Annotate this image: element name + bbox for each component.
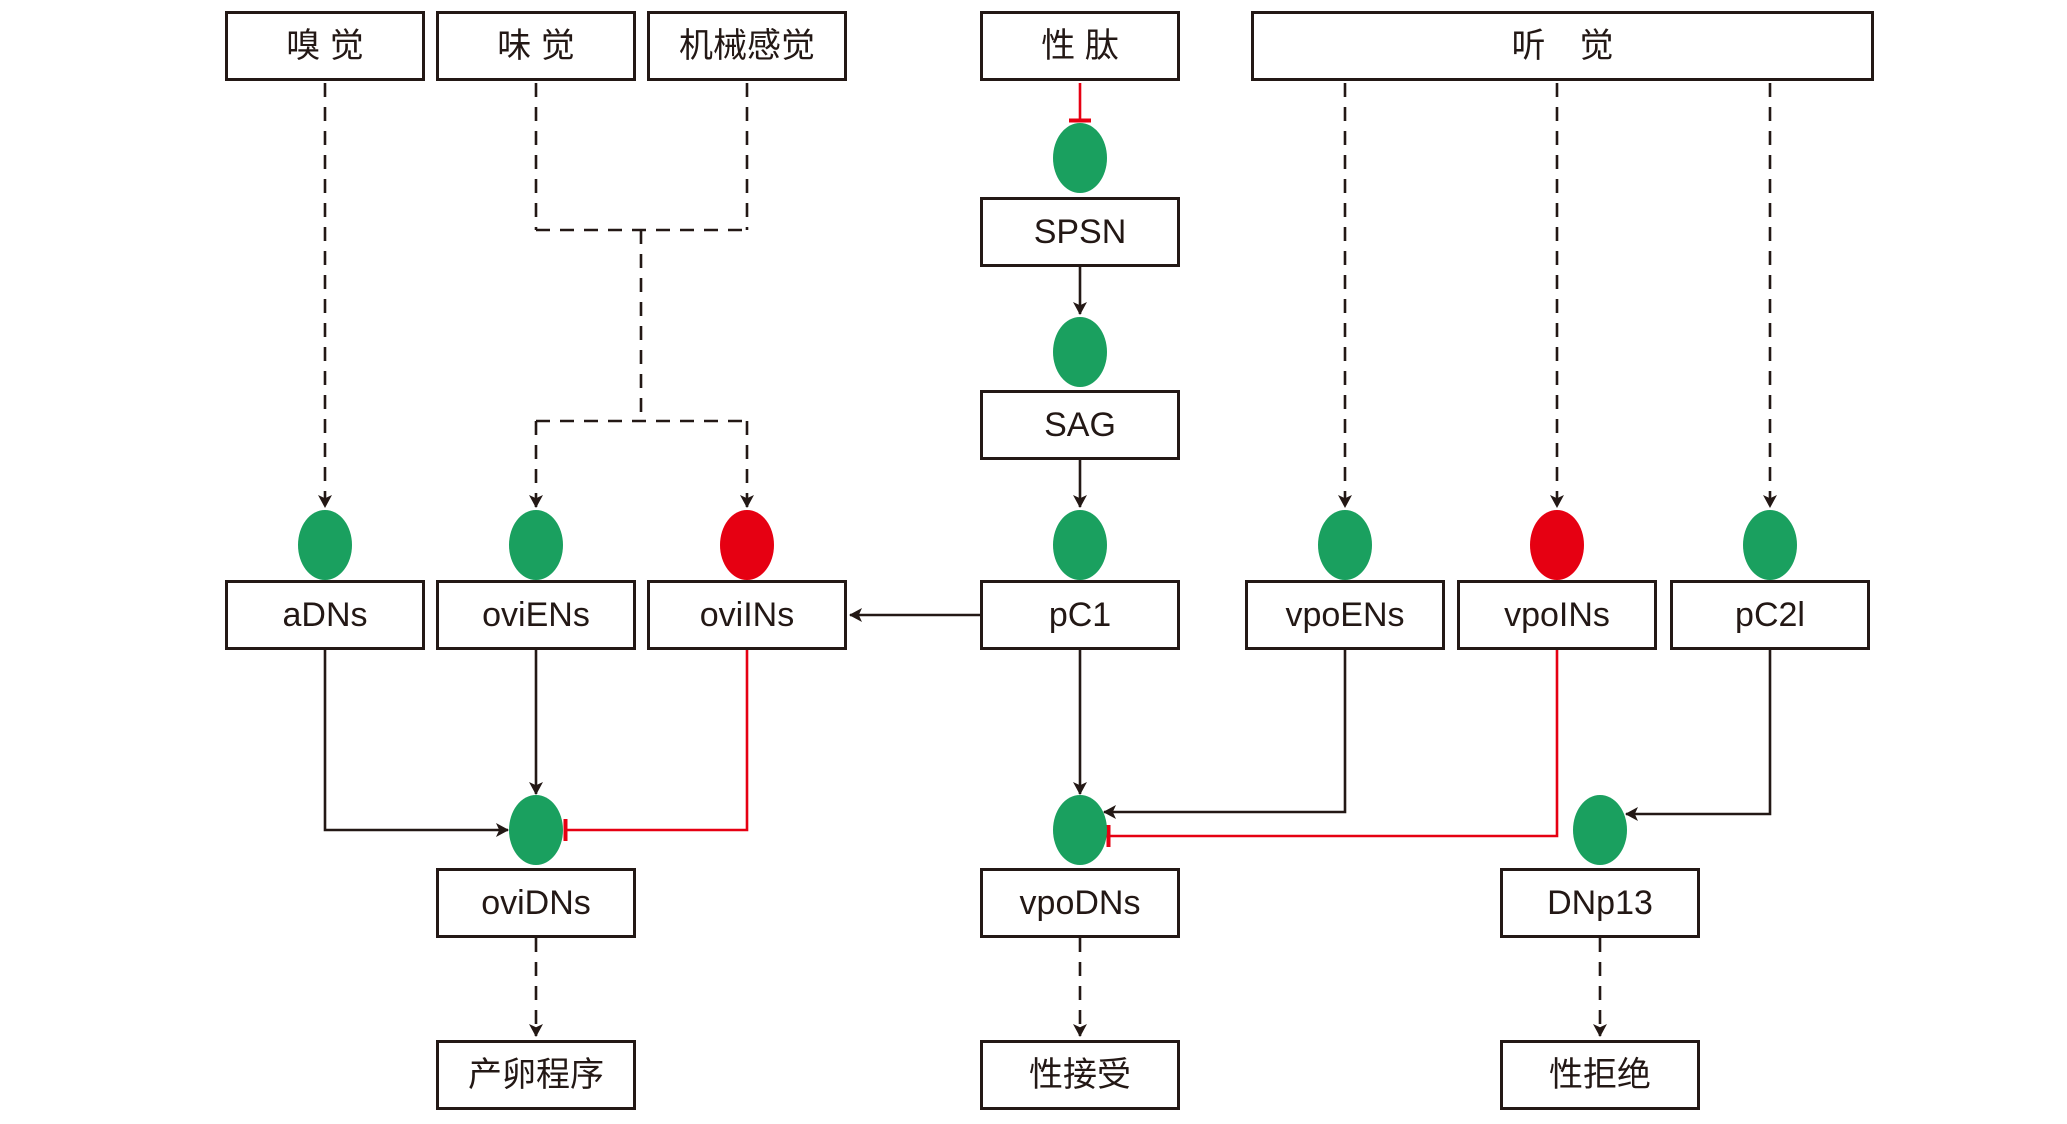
- box-pC2l: pC2l: [1670, 580, 1870, 650]
- box-oviENs: oviENs: [436, 580, 636, 650]
- oviins-input-neuron-inhibitory-circle: [720, 510, 774, 580]
- box-label-SPSN: SPSN: [1033, 213, 1127, 251]
- box-label-sexual-acceptance: 性接受: [1029, 1056, 1131, 1094]
- box-vpoDNs: vpoDNs: [980, 868, 1180, 938]
- edge-vpoins-inhibits-vpodns: [1106, 650, 1559, 847]
- edge-adns-to-ovidns-neuron: [323, 650, 509, 837]
- vpoens-input-neuron-excitatory-circle: [1318, 510, 1372, 580]
- spsn-input-neuron-excitatory-circle: [1053, 123, 1107, 193]
- box-aDNs: aDNs: [225, 580, 425, 650]
- box-olfaction: 嗅 觉: [225, 11, 425, 81]
- edge-pc2l-to-dnp13-neuron: [1625, 650, 1772, 821]
- box-audition: 听 觉: [1251, 11, 1874, 81]
- pc1-input-neuron-excitatory-circle: [1053, 510, 1107, 580]
- box-label-SAG: SAG: [1044, 406, 1116, 444]
- box-oviINs: oviINs: [647, 580, 847, 650]
- neurons-group: [298, 123, 1797, 865]
- box-label-aDNs: aDNs: [282, 596, 368, 634]
- box-label-sex-peptide: 性 肽: [1041, 27, 1119, 65]
- adns-input-neuron-excitatory-circle: [298, 510, 352, 580]
- box-label-mechanosensation: 机械感觉: [679, 27, 815, 65]
- box-label-vpoENs: vpoENs: [1285, 596, 1405, 634]
- box-label-oviINs: oviINs: [699, 596, 795, 634]
- box-SPSN: SPSN: [980, 197, 1180, 267]
- box-gustation: 味 觉: [436, 11, 636, 81]
- box-label-audition: 听 觉: [1511, 27, 1614, 65]
- box-sexual-acceptance: 性接受: [980, 1040, 1180, 1110]
- box-label-gustation: 味 觉: [497, 27, 575, 65]
- box-vpoENs: vpoENs: [1245, 580, 1445, 650]
- box-label-egg-laying-program: 产卵程序: [468, 1056, 604, 1094]
- box-label-oviENs: oviENs: [482, 596, 590, 634]
- pc2l-input-neuron-excitatory-circle: [1743, 510, 1797, 580]
- box-label-DNp13: DNp13: [1547, 884, 1653, 922]
- edges-group: [318, 83, 1777, 1037]
- sag-input-neuron-excitatory-circle: [1053, 317, 1107, 387]
- box-oviDNs: oviDNs: [436, 868, 636, 938]
- box-SAG: SAG: [980, 390, 1180, 460]
- box-label-vpoINs: vpoINs: [1504, 596, 1610, 634]
- ovidns-input-neuron-excitatory-circle: [509, 795, 563, 865]
- box-label-pC2l: pC2l: [1735, 596, 1805, 634]
- box-pC1: pC1: [980, 580, 1180, 650]
- box-label-sexual-rejection: 性拒绝: [1549, 1056, 1651, 1094]
- edge-oviins-inhibits-ovidns: [563, 650, 749, 841]
- box-sex-peptide: 性 肽: [980, 11, 1180, 81]
- box-label-vpoDNs: vpoDNs: [1019, 884, 1141, 922]
- box-sexual-rejection: 性拒绝: [1500, 1040, 1700, 1110]
- box-egg-laying-program: 产卵程序: [436, 1040, 636, 1110]
- box-vpoINs: vpoINs: [1457, 580, 1657, 650]
- edge-vpoens-to-vpodns-neuron: [1103, 650, 1347, 819]
- box-label-oviDNs: oviDNs: [481, 884, 591, 922]
- box-DNp13: DNp13: [1500, 868, 1700, 938]
- box-label-pC1: pC1: [1048, 596, 1112, 634]
- oviens-input-neuron-excitatory-circle: [509, 510, 563, 580]
- dnp13-input-neuron-excitatory-circle: [1573, 795, 1627, 865]
- vpodns-input-neuron-excitatory-circle: [1053, 795, 1107, 865]
- vpoins-input-neuron-inhibitory-circle: [1530, 510, 1584, 580]
- box-label-olfaction: 嗅 觉: [286, 27, 364, 65]
- box-mechanosensation: 机械感觉: [647, 11, 847, 81]
